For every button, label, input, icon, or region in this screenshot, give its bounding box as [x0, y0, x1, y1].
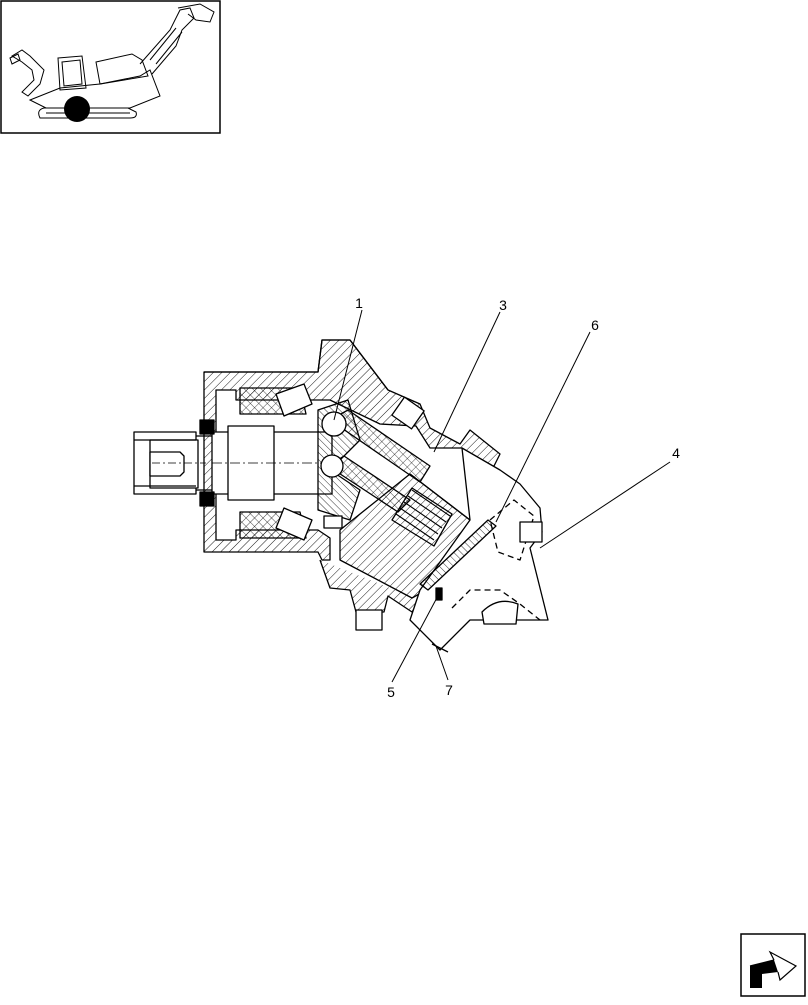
leader-lines — [333, 309, 671, 683]
next-page-arrow-icon[interactable] — [740, 933, 806, 997]
callout-1: 1 — [355, 295, 363, 311]
callout-5: 5 — [387, 684, 395, 700]
callout-labels: 1 3 6 4 5 7 — [355, 295, 680, 700]
harvester-location-thumbnail — [0, 0, 221, 134]
callout-3: 3 — [499, 297, 507, 313]
leader-line-5 — [391, 591, 441, 683]
hydraulic-motor-section-drawing — [133, 339, 549, 653]
leader-line-6 — [495, 331, 591, 523]
center-spring — [391, 487, 453, 547]
leader-line-4 — [539, 461, 671, 549]
leader-line-3 — [433, 311, 501, 453]
leader-line-7 — [435, 645, 449, 681]
tapered-roller-bearings — [199, 383, 313, 541]
rear-cover — [409, 447, 549, 653]
leader-line-1 — [333, 309, 363, 421]
callout-7: 7 — [445, 682, 453, 698]
housing-fittings — [323, 396, 425, 631]
output-shaft — [133, 431, 212, 495]
callout-6: 6 — [591, 317, 599, 333]
pistons — [320, 409, 431, 513]
callout-4: 4 — [672, 445, 680, 461]
location-marker-dot — [64, 96, 90, 122]
